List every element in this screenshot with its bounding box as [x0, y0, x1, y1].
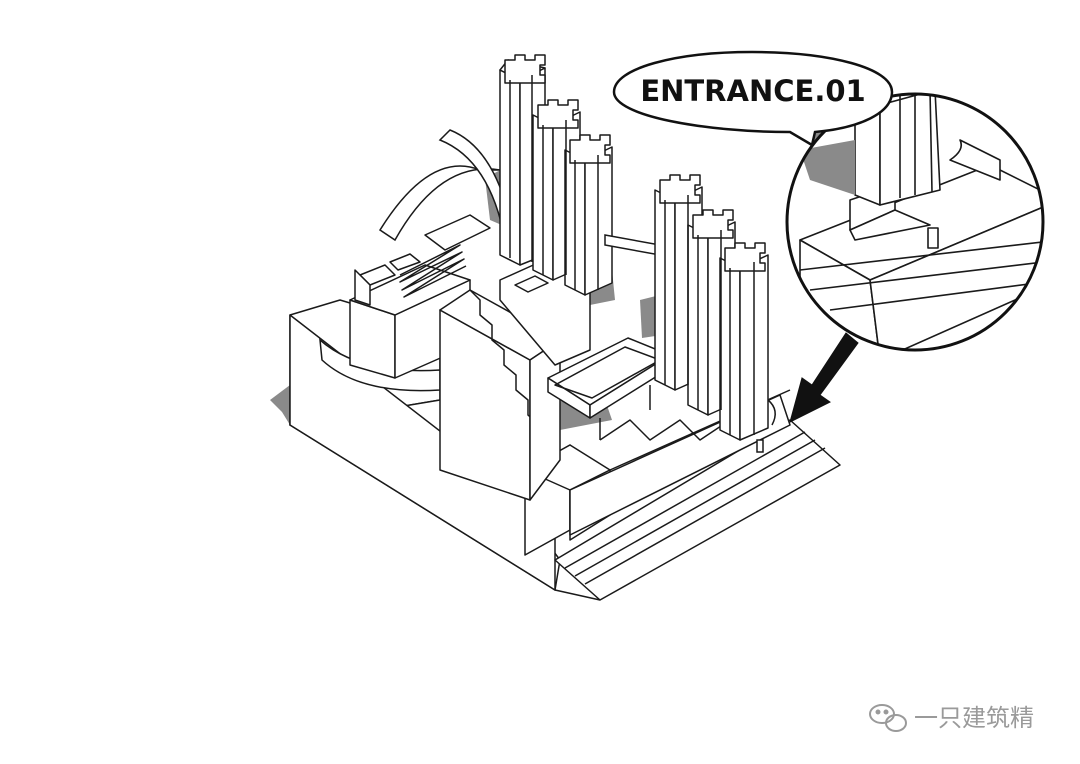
tower-group-right [654, 174, 776, 441]
watermark-text: 一只建筑精 [914, 704, 1034, 732]
callout-bubble: ENTRANCE.01 [612, 50, 894, 147]
wechat-icon [869, 704, 907, 732]
watermark: 一只建筑精 [869, 704, 1034, 732]
elevated-platform [547, 337, 671, 440]
detail-zoom-circle [785, 92, 1045, 352]
pointer-arrow [789, 332, 859, 423]
skybridge [604, 234, 661, 256]
tower-group-left [499, 54, 613, 296]
callout-label: ENTRANCE.01 [640, 74, 865, 108]
stepped-block [439, 261, 591, 501]
entrance-door [756, 439, 764, 453]
